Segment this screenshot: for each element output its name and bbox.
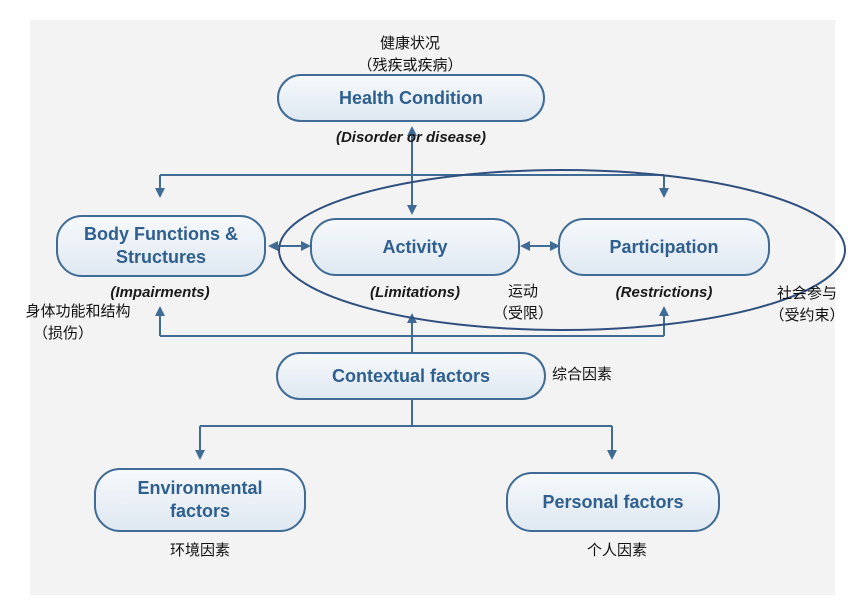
activity-participation-ellipse (278, 169, 846, 331)
health-condition-label: Health Condition (339, 87, 483, 108)
body-functions-label-line1: Body Functions & (84, 224, 238, 244)
participation-label: Participation (609, 236, 719, 257)
cn-health-annotation: 健康状况 （残疾或疾病） (340, 32, 480, 76)
activity-node: Activity (310, 218, 520, 276)
cn-body-line1: 身体功能和结构 (25, 302, 131, 320)
health-condition-node: Health Condition (277, 74, 545, 122)
body-functions-subtitle: (Impairments) (110, 284, 210, 301)
environmental-factors-label-line2: factors (169, 501, 231, 521)
cn-body-line2: （损伤） (32, 324, 93, 342)
personal-factors-node: Personal factors (506, 472, 720, 532)
health-condition-subtitle: (Disorder or disease) (335, 129, 487, 146)
contextual-factors-label: Contextual factors (331, 365, 491, 386)
participation-node: Participation (558, 218, 770, 276)
cn-participation-line2: （受约束） (769, 306, 845, 324)
cn-activity-line2: （受限） (492, 304, 553, 322)
activity-label: Activity (382, 236, 448, 257)
body-functions-label-line2: Structures (115, 247, 207, 267)
cn-personal-annotation: 个人因素 (572, 539, 662, 561)
cn-personal-label: 个人因素 (586, 541, 647, 559)
participation-subtitle: (Restrictions) (615, 284, 713, 301)
cn-health-line2: （残疾或疾病） (357, 56, 463, 74)
cn-body-annotation: 身体功能和结构 （损伤） (8, 300, 148, 344)
activity-subtitle: (Limitations) (370, 284, 460, 301)
cn-activity-line1: 运动 (507, 282, 538, 300)
cn-environmental-label: 环境因素 (169, 541, 230, 559)
cn-environmental-annotation: 环境因素 (155, 539, 245, 561)
personal-factors-label: Personal factors (542, 491, 684, 512)
environmental-factors-label-line1: Environmental (137, 478, 263, 498)
cn-participation-line1: 社会参与 (776, 284, 837, 302)
body-functions-node: Body Functions & Structures (56, 215, 266, 277)
cn-participation-annotation: 社会参与 （受约束） (752, 282, 862, 326)
contextual-factors-node: Contextual factors (276, 352, 546, 400)
environmental-factors-node: Environmental factors (94, 468, 306, 532)
cn-activity-annotation: 运动 （受限） (478, 280, 568, 324)
cn-contextual-label: 综合因素 (552, 365, 613, 383)
cn-health-line1: 健康状况 (379, 34, 440, 52)
cn-contextual-annotation: 综合因素 (552, 363, 612, 385)
